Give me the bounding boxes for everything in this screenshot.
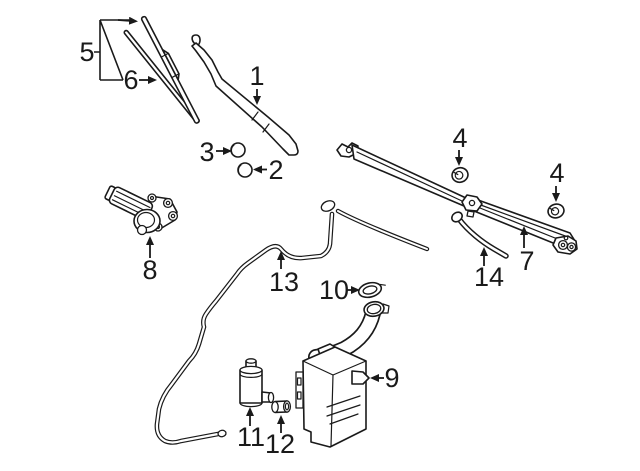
callout-label: 4 bbox=[452, 123, 467, 153]
callout-5: 5 bbox=[79, 37, 94, 67]
pivot-cap-icon bbox=[230, 142, 246, 158]
callout-7: 7 bbox=[519, 226, 535, 276]
filler-neck-opening bbox=[363, 300, 390, 318]
wiper-linkage-icon bbox=[336, 142, 578, 255]
callout-label: 12 bbox=[265, 429, 295, 459]
callout-9: 9 bbox=[370, 363, 400, 393]
callout-label: 1 bbox=[249, 61, 264, 91]
callout-3: 3 bbox=[199, 137, 232, 167]
callout-4b: 4 bbox=[549, 158, 565, 202]
reservoir-cap-icon bbox=[357, 281, 386, 299]
callout-label: 6 bbox=[123, 65, 138, 95]
callout-2: 2 bbox=[253, 155, 284, 185]
callout-11: 11 bbox=[237, 407, 265, 452]
connecting-link-icon bbox=[451, 211, 509, 259]
pivot-cap-icon bbox=[237, 162, 253, 178]
grommet-icon bbox=[451, 166, 469, 184]
wiper-motor-icon bbox=[104, 185, 179, 236]
callout-label: 11 bbox=[237, 422, 265, 452]
callout-8: 8 bbox=[142, 236, 158, 285]
callout-14: 14 bbox=[474, 247, 504, 292]
callout-label: 9 bbox=[384, 363, 399, 393]
callout-12: 12 bbox=[265, 415, 295, 459]
callout-4a: 4 bbox=[452, 123, 468, 166]
callout-1: 1 bbox=[249, 61, 265, 105]
callout-label: 4 bbox=[549, 158, 564, 188]
callout-label: 10 bbox=[319, 275, 349, 305]
callout-label: 14 bbox=[474, 262, 504, 292]
callout-10: 10 bbox=[319, 275, 360, 305]
callout-6: 6 bbox=[123, 65, 157, 95]
washer-pump-icon bbox=[239, 358, 275, 408]
pump-grommet-icon bbox=[271, 400, 292, 414]
callout-label: 3 bbox=[199, 137, 214, 167]
callout-13: 13 bbox=[269, 251, 299, 297]
callout-label: 7 bbox=[519, 246, 534, 276]
washer-reservoir-icon bbox=[295, 300, 390, 448]
callout-label: 13 bbox=[269, 267, 299, 297]
callout-label: 5 bbox=[79, 37, 94, 67]
callout-label: 8 bbox=[142, 255, 157, 285]
washer-hose-icon bbox=[154, 200, 430, 445]
grommet-icon bbox=[547, 203, 565, 219]
callout-label: 2 bbox=[268, 155, 283, 185]
wiper-blade-icon bbox=[140, 15, 200, 124]
callout-5-6-bracket bbox=[94, 16, 138, 81]
wiper-arm-icon bbox=[191, 34, 299, 156]
